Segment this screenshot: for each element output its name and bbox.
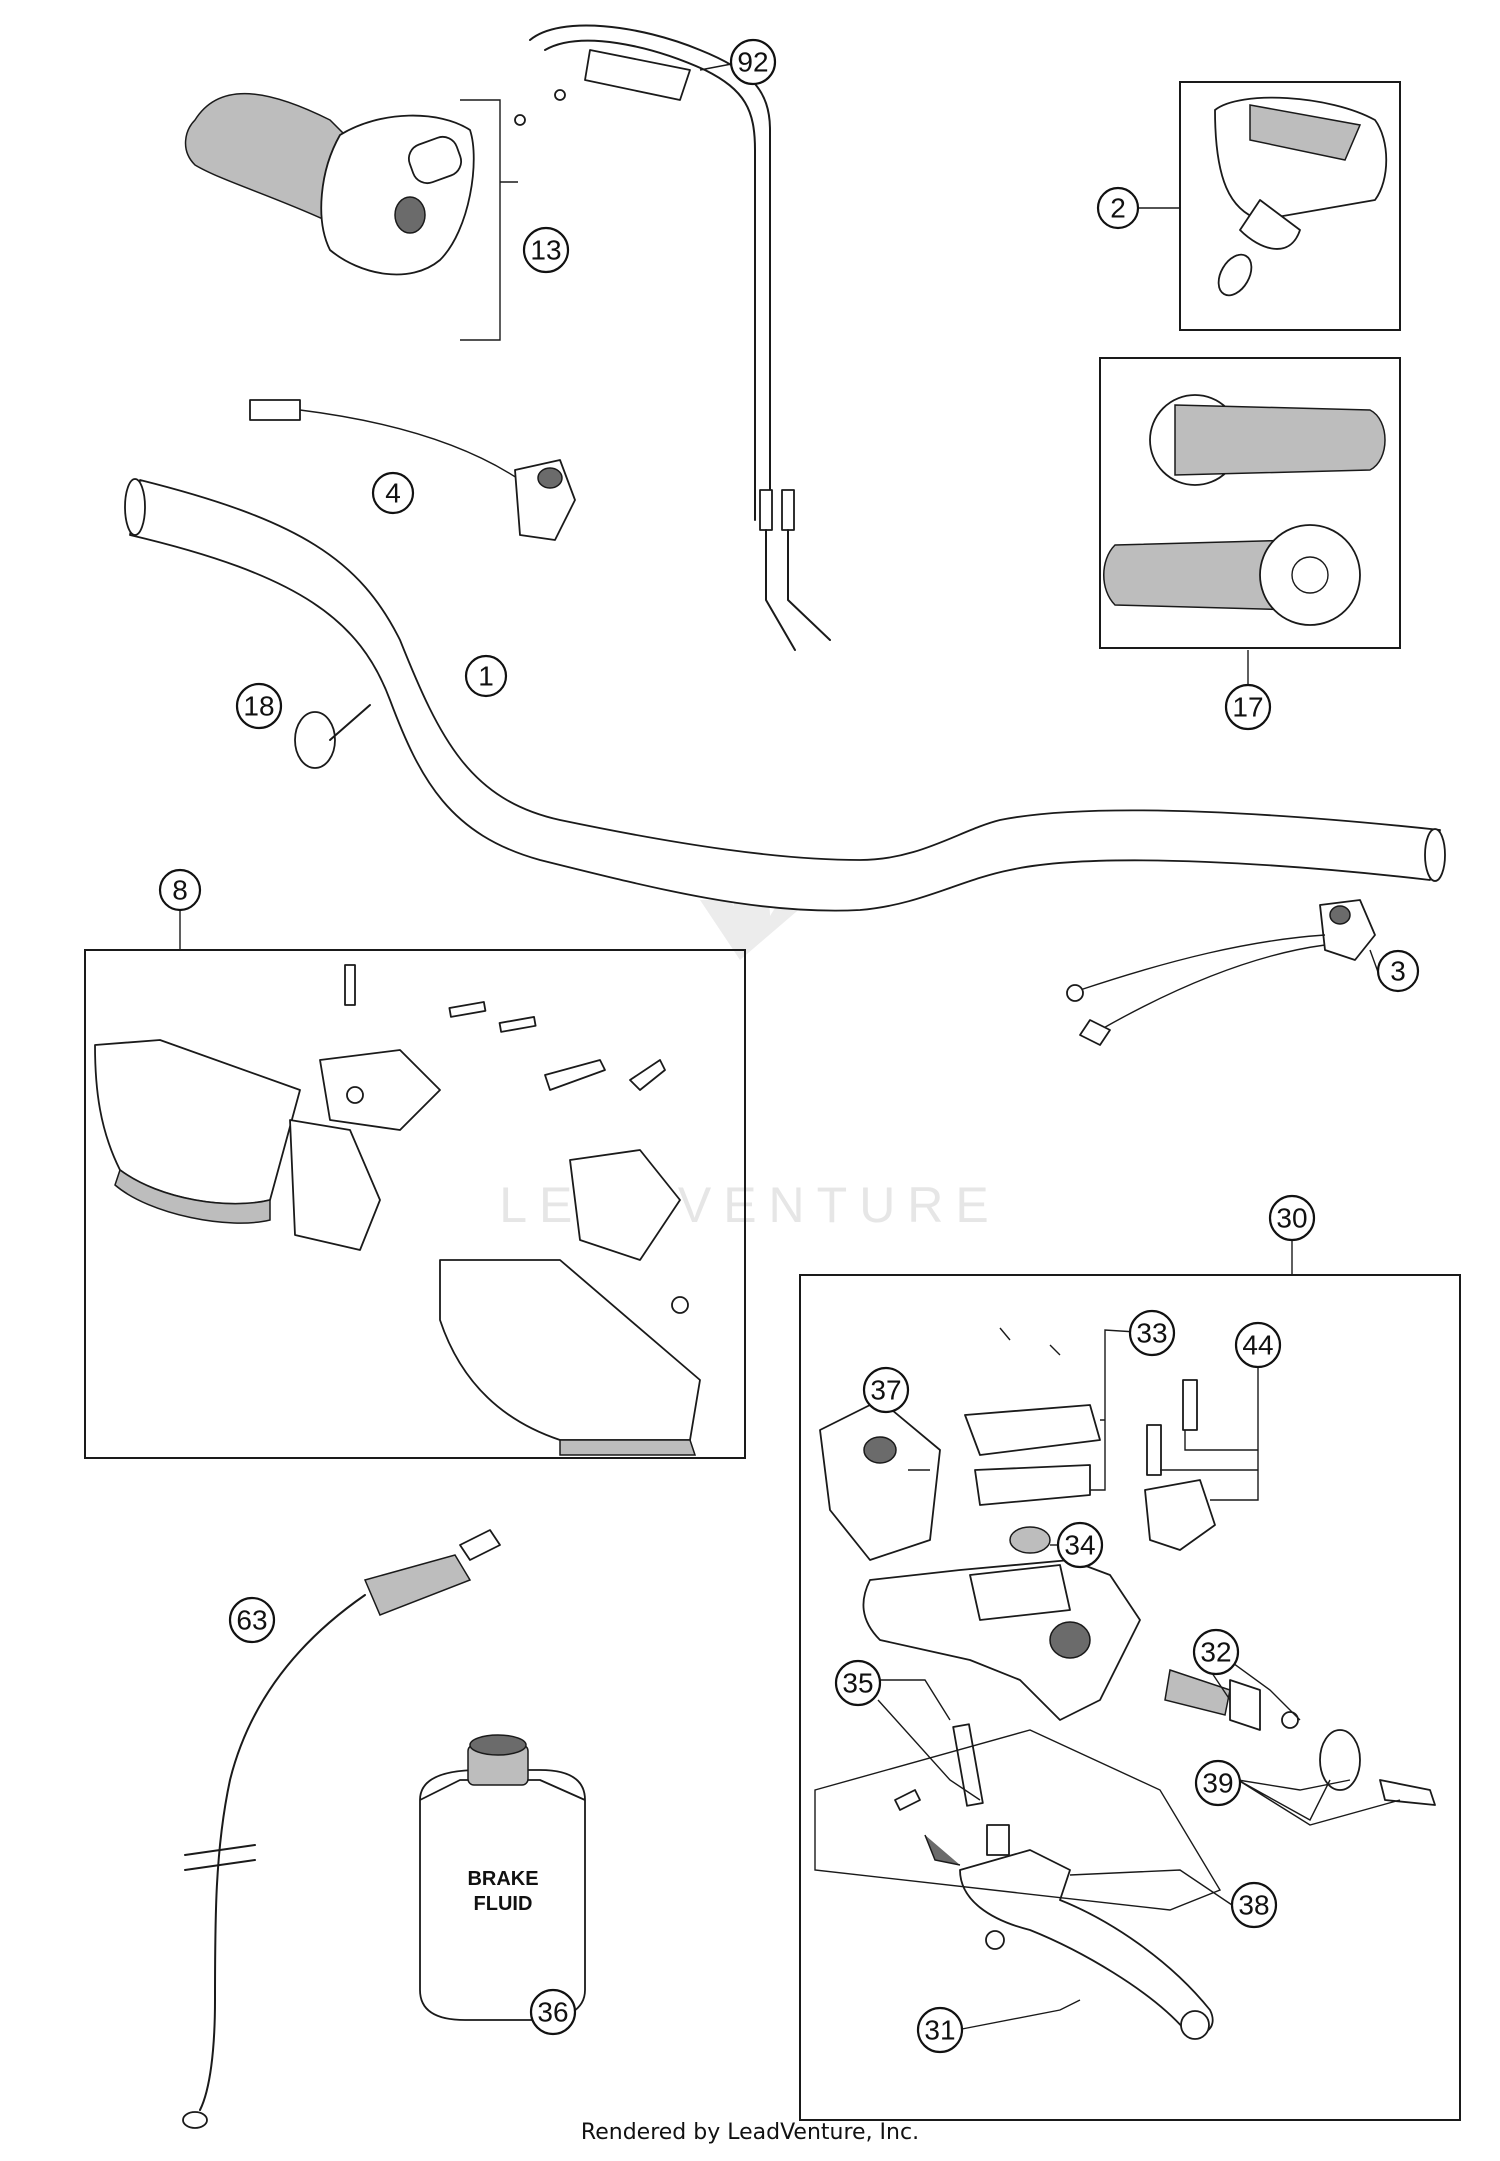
callout-37-label: 37	[870, 1375, 901, 1406]
callout-13[interactable]: 13	[522, 226, 570, 274]
callout-1[interactable]: 1	[464, 654, 508, 698]
callout-17-label: 17	[1232, 692, 1263, 723]
callout-63-label: 63	[236, 1605, 267, 1636]
cable-tie[interactable]	[294, 704, 371, 769]
callout-31[interactable]: 31	[916, 2006, 964, 2054]
callout-4[interactable]: 4	[371, 471, 415, 515]
callout-35[interactable]: 35	[834, 1659, 882, 1707]
callout-2-label: 2	[1110, 193, 1126, 224]
grip-cover[interactable]	[1212, 96, 1388, 301]
start-switch[interactable]	[1066, 899, 1376, 1046]
callout-38-label: 38	[1238, 1890, 1269, 1921]
callout-32-label: 32	[1200, 1637, 1231, 1668]
can-label-line2: FLUID	[474, 1893, 533, 1915]
handguard-box	[84, 949, 746, 1459]
brake-fluid-can[interactable]: BRAKE FLUID	[419, 1734, 586, 2021]
handguard-kit[interactable]	[94, 964, 701, 1456]
callout-30[interactable]: 30	[1268, 1194, 1316, 1242]
callout-92[interactable]: 92	[729, 38, 777, 86]
callout-39-label: 39	[1202, 1768, 1233, 1799]
callout-63[interactable]: 63	[228, 1596, 276, 1644]
throttle-grip[interactable]	[184, 92, 501, 341]
callout-35-label: 35	[842, 1668, 873, 1699]
callout-44-label: 44	[1242, 1330, 1273, 1361]
callout-33[interactable]: 33	[1128, 1309, 1176, 1357]
callout-37[interactable]: 37	[862, 1366, 910, 1414]
can-label-line1: BRAKE	[467, 1868, 538, 1890]
footer-credit: Rendered by LeadVenture, Inc.	[580, 2120, 920, 2145]
callout-8[interactable]: 8	[158, 868, 202, 912]
callout-36-label: 36	[537, 1997, 568, 2028]
callout-8-label: 8	[172, 875, 188, 906]
throttle-cables[interactable]	[514, 24, 831, 651]
callout-2[interactable]: 2	[1096, 186, 1140, 230]
grip-set[interactable]	[1103, 394, 1386, 626]
brake-hose[interactable]	[182, 1529, 501, 2129]
callout-92-label: 92	[737, 47, 768, 78]
hand-brake-cylinder[interactable]	[814, 1327, 1436, 2040]
brake-cylinder-box	[799, 1274, 1461, 2121]
callout-18-label: 18	[243, 691, 274, 722]
grips-box	[1099, 357, 1401, 649]
callout-38[interactable]: 38	[1230, 1881, 1278, 1929]
callout-31-label: 31	[924, 2015, 955, 2046]
callout-18[interactable]: 18	[235, 682, 283, 730]
callout-3-label: 3	[1390, 956, 1406, 987]
kill-switch[interactable]	[249, 399, 576, 541]
callout-4-label: 4	[385, 478, 401, 509]
callout-32[interactable]: 32	[1192, 1628, 1240, 1676]
callout-44[interactable]: 44	[1234, 1321, 1282, 1369]
handlebar[interactable]	[124, 478, 1446, 912]
grip-cover-box	[1179, 81, 1401, 331]
callout-36[interactable]: 36	[529, 1988, 577, 2036]
callout-3[interactable]: 3	[1376, 949, 1420, 993]
callout-34[interactable]: 34	[1056, 1521, 1104, 1569]
callout-30-label: 30	[1276, 1203, 1307, 1234]
callout-34-label: 34	[1064, 1530, 1095, 1561]
callout-13-label: 13	[530, 235, 561, 266]
leader-lines	[179, 61, 1401, 2030]
callout-17[interactable]: 17	[1224, 683, 1272, 731]
callout-33-label: 33	[1136, 1318, 1167, 1349]
callout-1-label: 1	[478, 661, 494, 692]
callout-39[interactable]: 39	[1194, 1759, 1242, 1807]
